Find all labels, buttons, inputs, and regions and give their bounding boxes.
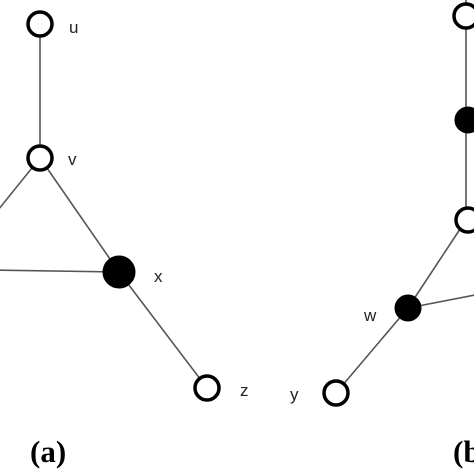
edge-x-z xyxy=(118,271,208,389)
node-u xyxy=(26,10,54,38)
edge-v-x xyxy=(39,157,120,273)
edge-w-y xyxy=(335,307,409,394)
node-mid-b xyxy=(454,106,474,134)
label-u: u xyxy=(69,18,78,37)
node-z xyxy=(193,374,221,402)
panel-label-b: (b xyxy=(453,434,474,469)
node-w xyxy=(394,294,422,322)
node-top-b xyxy=(452,2,474,30)
label-z: z xyxy=(240,381,249,400)
node-y xyxy=(322,379,350,407)
edge-open-b-w xyxy=(407,219,467,309)
node-v xyxy=(26,144,54,172)
node-x xyxy=(102,255,136,289)
label-x: x xyxy=(154,267,163,286)
label-y: y xyxy=(290,385,299,404)
label-v: v xyxy=(68,150,77,169)
label-w: w xyxy=(363,306,377,325)
edge-left-x xyxy=(0,269,120,273)
panel-label-a: (a) xyxy=(30,434,66,469)
node-open-b xyxy=(454,206,474,234)
